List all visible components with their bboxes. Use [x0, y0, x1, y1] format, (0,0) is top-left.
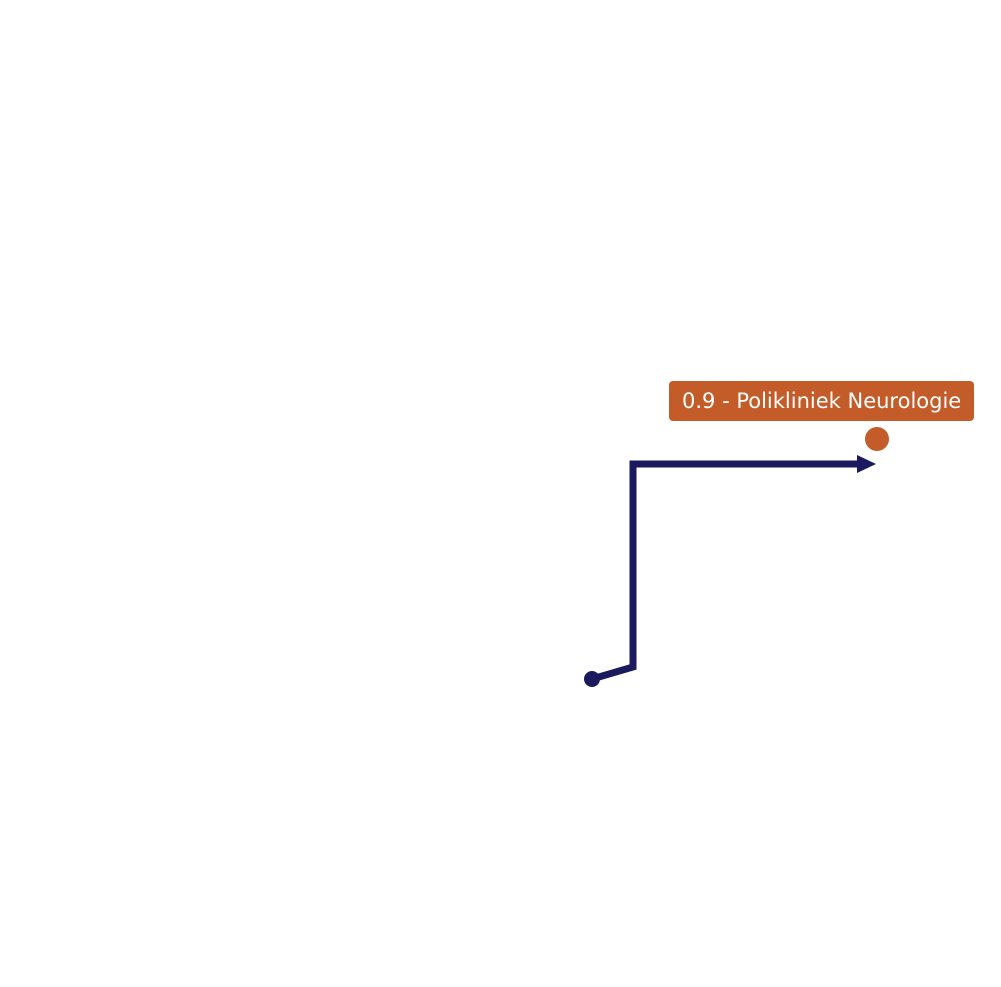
destination-marker[interactable]	[865, 427, 889, 451]
start-point-marker	[584, 671, 600, 687]
route-arrow-icon	[857, 455, 876, 473]
route-path	[591, 460, 862, 683]
destination-label[interactable]: 0.9 - Polikliniek Neurologie	[669, 381, 975, 421]
